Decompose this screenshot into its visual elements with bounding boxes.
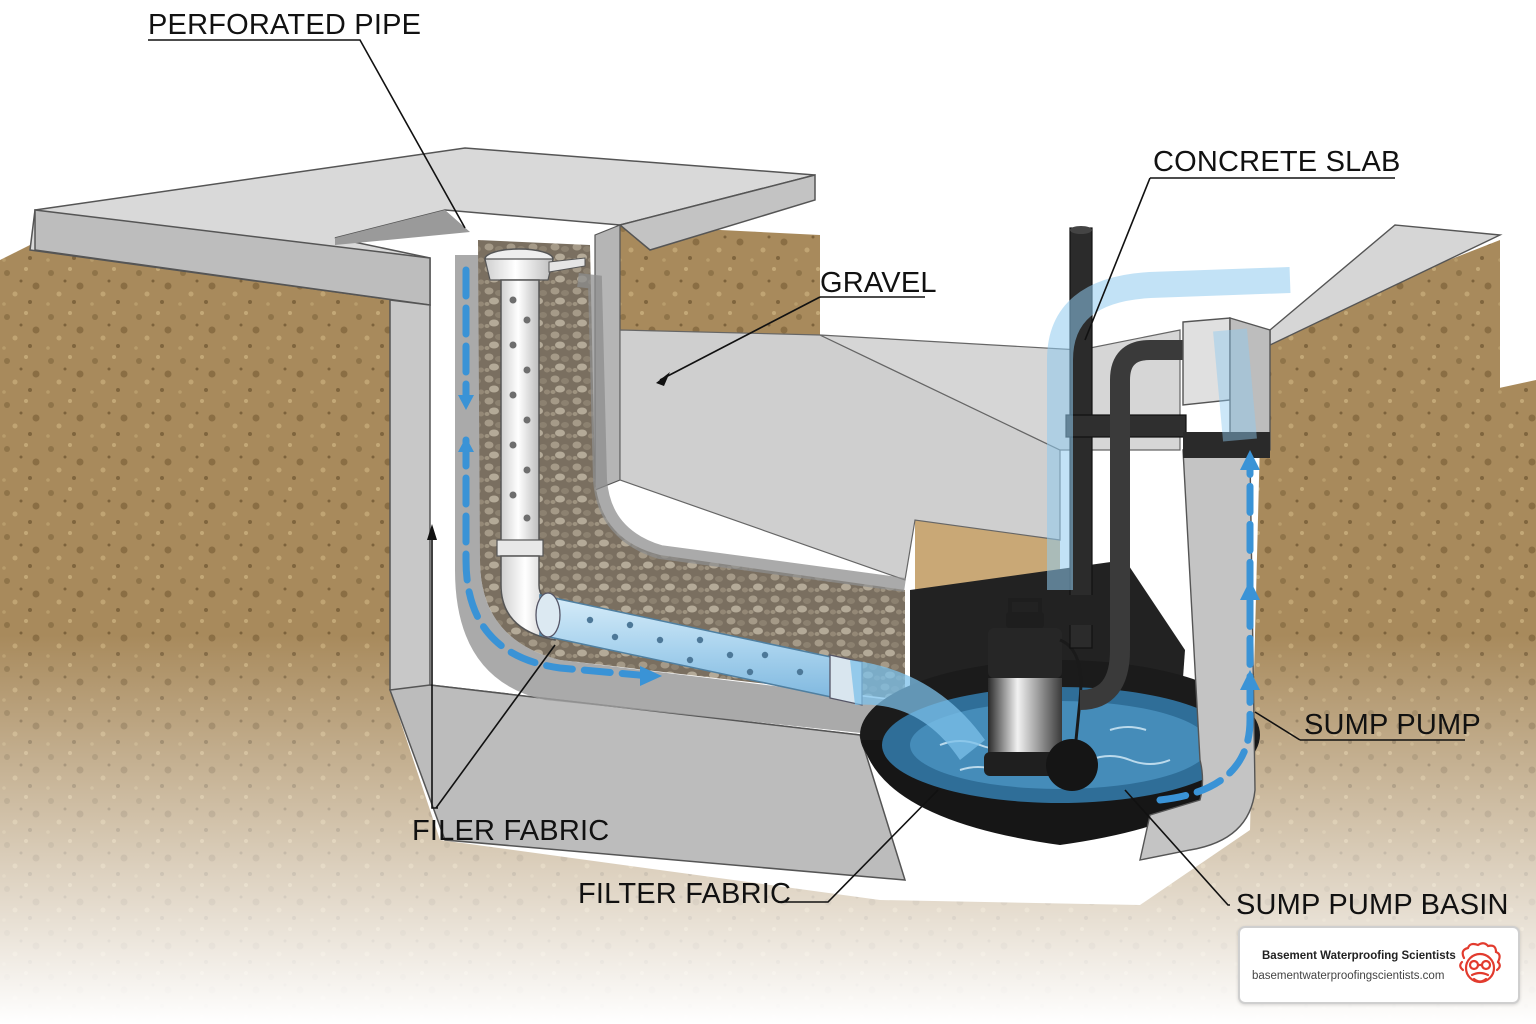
label-sump-pump: SUMP PUMP (1304, 709, 1481, 741)
inflow-stream (850, 660, 985, 760)
scientist-face-icon (1459, 942, 1501, 984)
concrete-slab-left (29, 147, 816, 306)
label-sump-pump-basin: SUMP PUMP BASIN (1236, 889, 1509, 921)
brand-name: Basement Waterproofing Scientists (1262, 950, 1456, 962)
brand-badge[interactable]: Basement Waterproofing Scientists baseme… (1238, 926, 1520, 1004)
label-filer-fabric: FILER FABRIC (412, 815, 609, 847)
sump-pump (984, 598, 1098, 791)
concrete-slab-right (1139, 224, 1503, 861)
label-filter-fabric: FILTER FABRIC (578, 878, 791, 910)
gravel-channel (455, 240, 906, 735)
label-perforated-pipe: PERFORATED PIPE (148, 9, 421, 41)
water-flow-left (458, 266, 662, 686)
label-gravel: GRAVEL (820, 267, 937, 299)
water-flow-right (1047, 267, 1291, 804)
brand-url[interactable]: basementwaterproofingscientists.com (1252, 970, 1445, 982)
leader-lines (148, 39, 1465, 906)
label-concrete-slab: CONCRETE SLAB (1153, 146, 1401, 178)
